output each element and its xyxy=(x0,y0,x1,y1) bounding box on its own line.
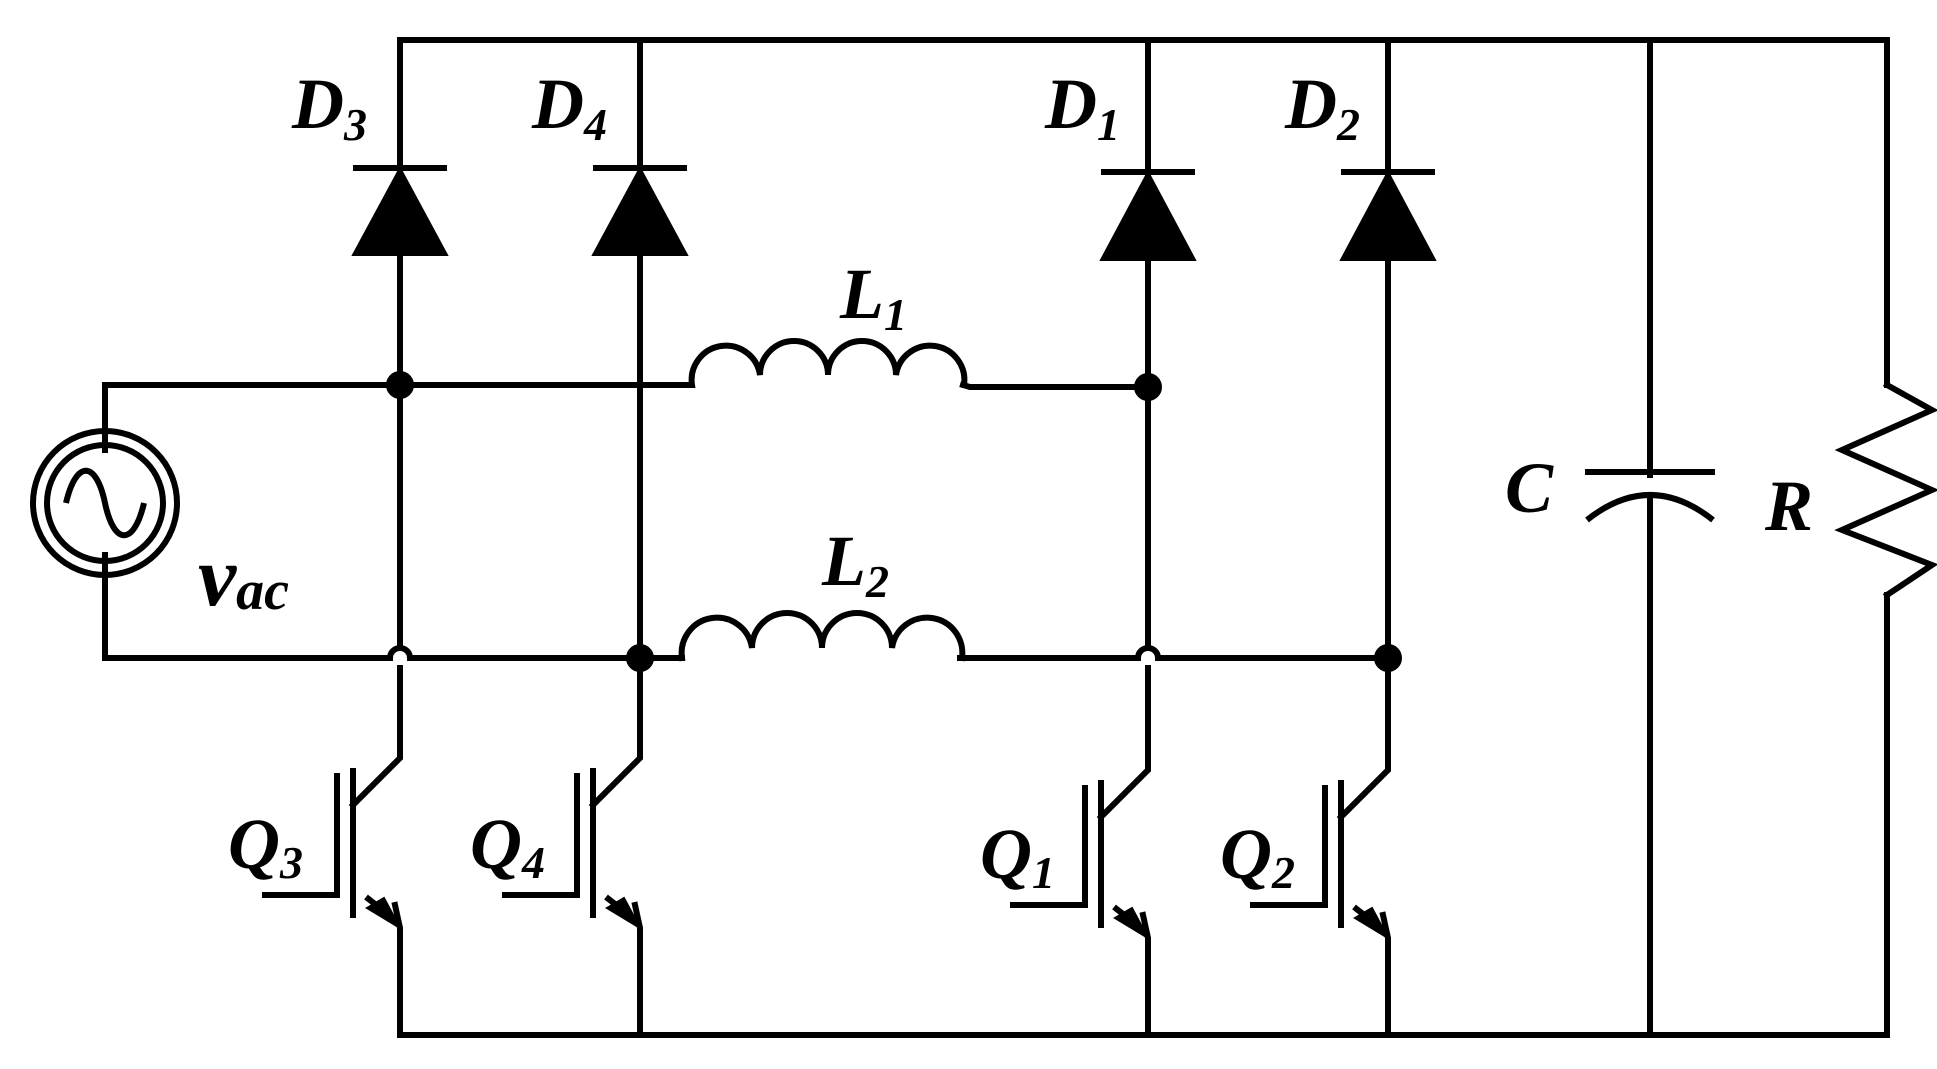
label-d4: D4 xyxy=(531,64,607,150)
junction-dot xyxy=(1134,373,1162,401)
label-r: R xyxy=(1764,466,1813,546)
igbt-q3 xyxy=(262,768,403,931)
label-l2: L2 xyxy=(821,521,889,607)
inductor-l1 xyxy=(687,338,968,389)
diode-d2 xyxy=(1339,169,1437,261)
capacitor-c xyxy=(1585,469,1715,523)
ac-source xyxy=(30,428,180,578)
label-l1: L1 xyxy=(839,254,907,340)
top-rail xyxy=(397,37,1890,388)
bottom-rail xyxy=(397,592,1890,1038)
igbt-q2 xyxy=(1250,780,1391,941)
label-d3: D3 xyxy=(291,64,367,150)
label-q2: Q2 xyxy=(1220,814,1295,898)
inductor-l2 xyxy=(678,610,966,662)
junction-dot xyxy=(386,371,414,399)
label-q4: Q4 xyxy=(470,804,545,888)
label-vac: vac xyxy=(198,528,289,624)
label-d2: D2 xyxy=(1284,64,1360,150)
resistor-r xyxy=(1834,380,1937,600)
label-q1: Q1 xyxy=(980,814,1055,898)
label-c: C xyxy=(1505,448,1554,528)
junction-dot xyxy=(1374,644,1402,672)
junction-dot xyxy=(626,644,654,672)
source-bottom-wire xyxy=(102,552,393,661)
label-q3: Q3 xyxy=(228,804,303,888)
igbt-q1 xyxy=(1010,780,1151,941)
diode-d4 xyxy=(591,165,689,256)
diode-d3 xyxy=(351,165,449,256)
source-bottom-hop xyxy=(386,645,414,662)
diode-d1 xyxy=(1099,169,1197,261)
igbt-q4 xyxy=(502,768,643,931)
l2-hop xyxy=(1134,645,1162,662)
label-d1: D1 xyxy=(1044,64,1120,150)
l1-right-wire xyxy=(959,381,1151,390)
